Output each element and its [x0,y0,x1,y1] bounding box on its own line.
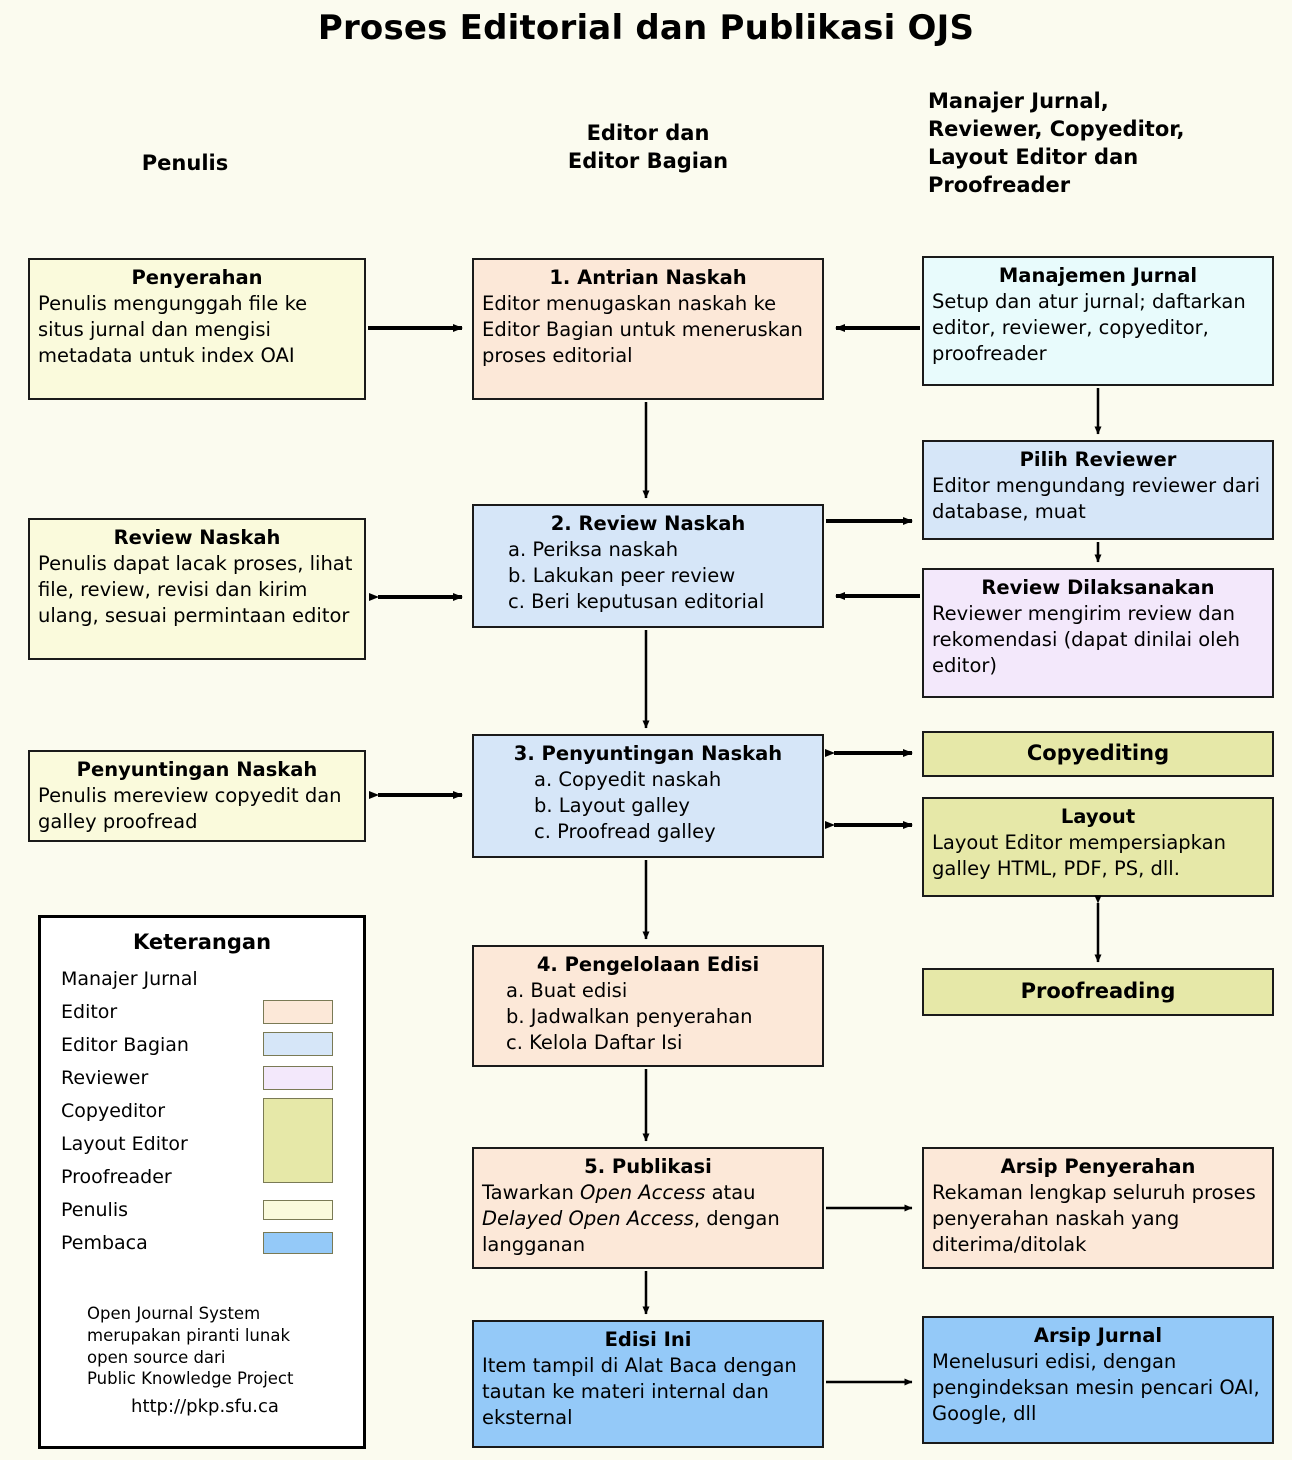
publikasi-prefix: Tawarkan [482,1181,581,1205]
legend-swatch-penulis [263,1200,333,1220]
box-pengelolaan-edisi-item-b: b. Jadwalkan penyerahan [506,1005,753,1029]
legend-swatch-editor-bagian [263,1032,333,1056]
legend-label: Proofreader [61,1165,172,1188]
box-antrian-naskah-title: 1. Antrian Naskah [549,266,747,289]
box-arsip-penyerahan-title: Arsip Penyerahan [1000,1155,1196,1178]
box-review-naskah-title: 2. Review Naskah [550,512,746,535]
box-penyuntingan-penulis[interactable]: Penyuntingan Naskah Penulis mereview cop… [28,750,366,842]
box-review-naskah-penulis-body: Penulis dapat lacak proses, lihat file, … [38,552,353,628]
box-penyuntingan-naskah-item-a: a. Copyedit naskah [534,768,722,792]
legend-row-editor: Editor [41,995,363,1028]
page-title: Proses Editorial dan Publikasi OJS [317,8,975,48]
box-penyuntingan-penulis-title: Penyuntingan Naskah [76,758,318,781]
box-layout-title: Layout [1060,805,1136,828]
box-manajemen-jurnal-title: Manajemen Jurnal [998,264,1198,287]
box-penyuntingan-naskah-title: 3. Penyuntingan Naskah [513,742,783,765]
legend-row-reviewer: Reviewer [41,1061,363,1094]
box-review-naskah-penulis-title: Review Naskah [113,526,281,549]
box-pilih-reviewer-title: Pilih Reviewer [1019,448,1177,471]
legend-row-copyeditor: Copyeditor [41,1094,363,1183]
box-review-naskah-item-a: a. Periksa naskah [508,538,679,562]
legend-row-proofreader: Proofreader [41,1160,363,1193]
box-review-naskah[interactable]: 2. Review Naskah a. Periksa naskah b. La… [472,504,824,628]
publikasi-mid: atau [705,1181,756,1205]
publikasi-suffix: , dengan langganan [482,1207,780,1257]
box-review-naskah-penulis[interactable]: Review Naskah Penulis dapat lacak proses… [28,518,366,660]
publikasi-em-delayed-open-access: Delayed Open Access [482,1207,694,1231]
column-header-others: Manajer Jurnal, Reviewer, Copyeditor, La… [928,89,1185,197]
legend-swatch-staff [263,1098,333,1183]
box-review-dilaksanakan-body: Reviewer mengirim review dan rekomendasi… [932,602,1240,678]
legend-row-editor-bagian: Editor Bagian [41,1028,363,1061]
box-pengelolaan-edisi[interactable]: 4. Pengelolaan Edisi a. Buat edisi b. Ja… [472,945,824,1067]
legend-swatch-pembaca [263,1232,333,1254]
legend-title: Keterangan [132,930,272,954]
box-review-naskah-item-c: c. Beri keputusan editorial [508,590,765,614]
legend-url: http://pkp.sfu.ca [131,1396,279,1417]
column-header-author: Penulis [141,151,229,175]
box-publikasi[interactable]: 5. Publikasi Tawarkan Open Access atau D… [472,1147,824,1269]
legend-label: Manajer Jurnal [61,967,198,990]
legend-label: Penulis [61,1198,129,1221]
box-arsip-penyerahan-body: Rekaman lengkap seluruh proses penyeraha… [932,1181,1256,1257]
box-antrian-naskah[interactable]: 1. Antrian Naskah Editor menugaskan nask… [472,258,824,400]
box-copyediting-title: Copyediting [1026,740,1170,765]
box-proofreading[interactable]: Proofreading [922,968,1274,1016]
box-edisi-ini[interactable]: Edisi Ini Item tampil di Alat Baca denga… [472,1320,824,1448]
box-manajemen-jurnal-body: Setup dan atur jurnal; daftarkan editor,… [932,290,1246,366]
legend-label: Editor Bagian [61,1033,189,1056]
legend-label: Editor [61,1000,118,1023]
box-arsip-jurnal-title: Arsip Jurnal [1033,1324,1163,1347]
legend-row-pembaca: Pembaca [41,1226,363,1259]
box-review-naskah-item-b: b. Lakukan peer review [508,564,736,588]
legend-label: Layout Editor [61,1132,188,1155]
box-arsip-jurnal[interactable]: Arsip Jurnal Menelusuri edisi, dengan pe… [922,1316,1274,1444]
publikasi-em-open-access: Open Access [580,1181,706,1205]
box-antrian-naskah-body: Editor menugaskan naskah ke Editor Bagia… [482,292,803,368]
box-penyerahan-title: Penyerahan [131,266,263,289]
box-publikasi-body: Tawarkan Open Access atau Delayed Open A… [482,1180,814,1258]
box-penyuntingan-naskah-item-c: c. Proofread galley [534,820,716,844]
box-layout[interactable]: Layout Layout Editor mempersiapkan galle… [922,797,1274,897]
legend-swatch-reviewer [263,1066,333,1090]
box-pengelolaan-edisi-item-a: a. Buat edisi [506,979,628,1003]
legend-row-penulis: Penulis [41,1193,363,1226]
box-penyuntingan-penulis-body: Penulis mereview copyedit dan galley pro… [38,784,342,834]
box-copyediting[interactable]: Copyediting [922,731,1274,777]
box-arsip-penyerahan[interactable]: Arsip Penyerahan Rekaman lengkap seluruh… [922,1147,1274,1269]
box-publikasi-title: 5. Publikasi [584,1155,712,1178]
legend-swatch-editor [263,1000,333,1024]
box-manajemen-jurnal[interactable]: Manajemen Jurnal Setup dan atur jurnal; … [922,256,1274,386]
box-edisi-ini-body: Item tampil di Alat Baca dengan tautan k… [482,1354,797,1430]
legend-panel: Keterangan Manajer Jurnal Editor Editor … [38,915,366,1449]
legend-label: Pembaca [61,1231,148,1254]
box-penyerahan-body: Penulis mengunggah file ke situs jurnal … [38,292,308,368]
legend-rows: Manajer Jurnal Editor Editor Bagian Revi… [41,962,363,1259]
box-edisi-ini-title: Edisi Ini [604,1328,692,1351]
box-pilih-reviewer[interactable]: Pilih Reviewer Editor mengundang reviewe… [922,440,1274,540]
legend-note: Open Journal System merupakan piranti lu… [87,1304,294,1389]
box-pengelolaan-edisi-item-c: c. Kelola Daftar Isi [506,1031,683,1055]
box-review-dilaksanakan[interactable]: Review Dilaksanakan Reviewer mengirim re… [922,568,1274,698]
column-header-editor: Editor dan Editor Bagian [567,121,729,173]
box-proofreading-title: Proofreading [1020,978,1176,1003]
legend-label: Reviewer [61,1066,149,1089]
legend-label: Copyeditor [61,1099,166,1122]
box-penyuntingan-naskah-item-b: b. Layout galley [534,794,690,818]
box-pilih-reviewer-body: Editor mengundang reviewer dari database… [932,474,1261,524]
box-arsip-jurnal-body: Menelusuri edisi, dengan pengindeksan me… [932,1350,1260,1426]
box-review-dilaksanakan-title: Review Dilaksanakan [981,576,1215,599]
box-pengelolaan-edisi-title: 4. Pengelolaan Edisi [536,953,760,976]
box-layout-body: Layout Editor mempersiapkan galley HTML,… [932,831,1226,881]
box-penyerahan[interactable]: Penyerahan Penulis mengunggah file ke si… [28,258,366,400]
box-penyuntingan-naskah[interactable]: 3. Penyuntingan Naskah a. Copyedit naska… [472,734,824,858]
legend-row-layout-editor: Layout Editor [41,1127,363,1160]
legend-row-manajer-jurnal: Manajer Jurnal [41,962,363,995]
